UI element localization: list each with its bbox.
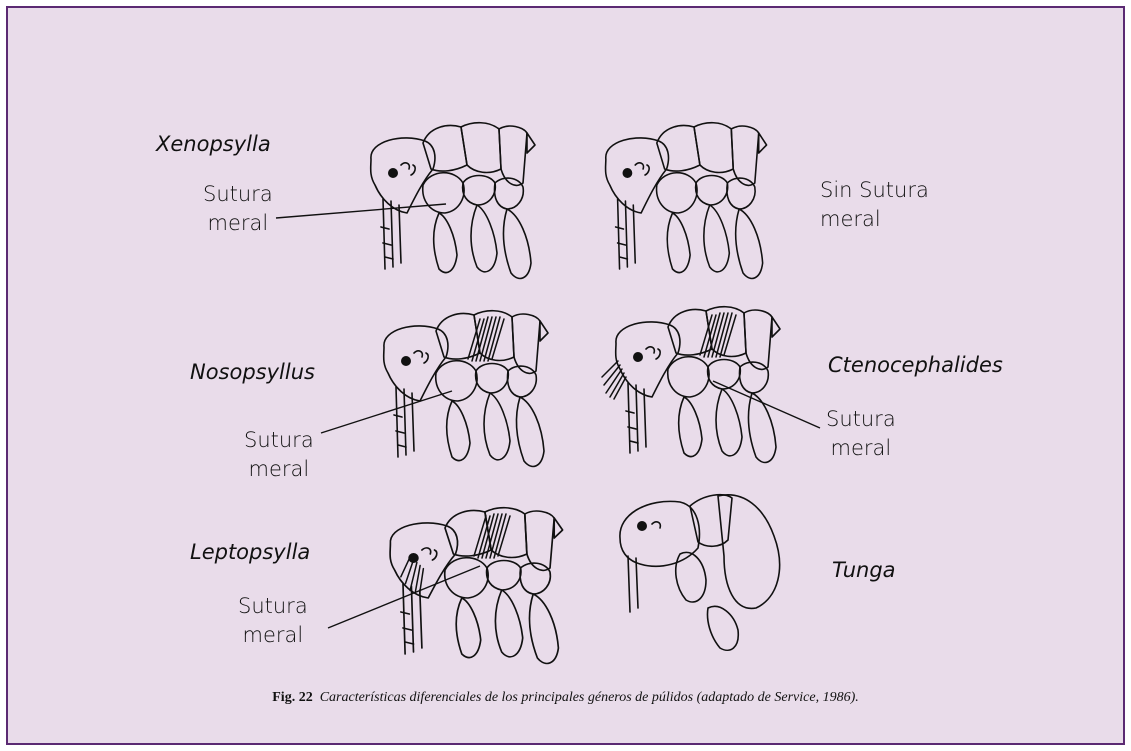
figure-number: Fig. 22 [272, 690, 312, 705]
genus-label-leptopsylla: Leptopsylla [190, 538, 310, 567]
flea-drawing-ctenocephalides [602, 307, 780, 463]
no-suture-label: Sin Sutura meral [820, 176, 929, 234]
pointer-line-nosopsyllus [321, 391, 452, 433]
suture-label-leptopsylla: Sutura meral [238, 592, 308, 650]
genus-label-tunga: Tunga [832, 556, 896, 585]
pointer-line-xenopsylla [276, 204, 446, 218]
flea-drawing-leptopsylla [390, 508, 563, 664]
flea-drawing-nosopsyllus [384, 311, 548, 467]
flea-drawing-no-suture [606, 123, 767, 279]
suture-label-xenopsylla: Sutura meral [203, 180, 273, 238]
suture-label-ctenocephalides: Sutura meral [826, 405, 896, 463]
genus-label-nosopsyllus: Nosopsyllus [190, 358, 315, 387]
flea-drawing-tunga [620, 495, 780, 651]
genus-label-xenopsylla: Xenopsylla [156, 130, 271, 159]
figure-panel: Xenopsylla Sutura meral Sin Sutura meral… [6, 6, 1125, 745]
pointer-line-ctenocephalides [713, 381, 820, 428]
caption-text: Características diferenciales de los pri… [320, 690, 859, 705]
genus-label-ctenocephalides: Ctenocephalides [828, 351, 1003, 380]
flea-drawing-xenopsylla [371, 123, 535, 279]
figure-caption: Fig. 22 Características diferenciales de… [8, 690, 1123, 706]
suture-label-nosopsyllus: Sutura meral [244, 426, 314, 484]
